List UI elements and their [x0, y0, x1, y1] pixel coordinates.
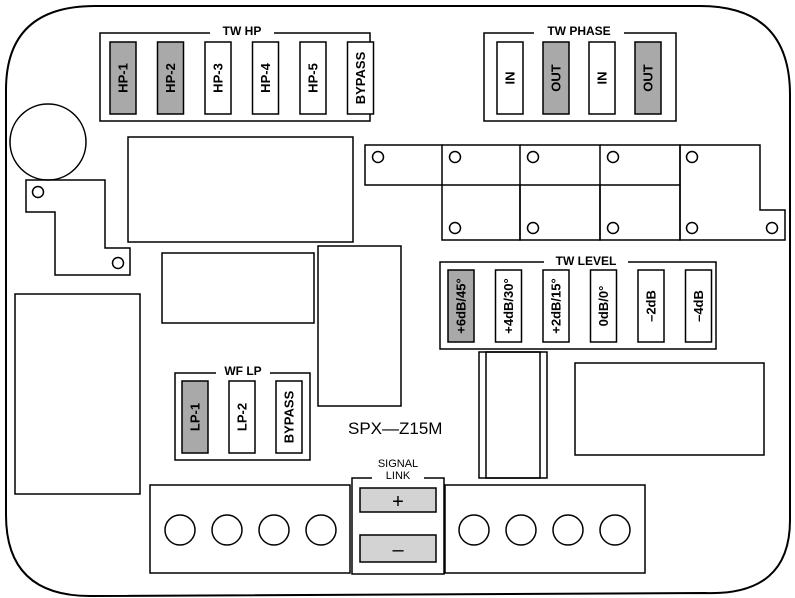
wf-lp-switch-label: LP-1 [188, 403, 203, 431]
screw-hole [526, 150, 540, 164]
tw-hp-switch-label: HP-5 [306, 63, 321, 93]
tw-hp-title: TW HP [223, 24, 262, 38]
minus-sign: – [392, 539, 404, 561]
signal-link-label-line1: SIGNAL [378, 458, 418, 470]
tw-phase-switch-label: IN [503, 72, 518, 85]
terminal-screw [552, 514, 584, 546]
wf-lp-switch-label: BYPASS [282, 390, 297, 443]
tw-level-title: TW LEVEL [556, 254, 617, 268]
tw-level-frame [439, 261, 717, 350]
tw-level-switch-3[interactable] [542, 269, 570, 343]
tw-level-switch-label: 0dB/0° [596, 286, 611, 327]
terminal-block-right [444, 484, 646, 574]
plus-sign: + [392, 491, 404, 513]
tw-phase-switch-label: IN [595, 72, 610, 85]
tw-level-switch-5[interactable] [637, 269, 665, 343]
tw-phase-switch-3[interactable] [588, 41, 616, 115]
wf-lp-switch-label: LP-2 [235, 403, 250, 431]
tw-hp-switch-5[interactable] [299, 41, 327, 115]
tw-hp-switch-label: HP-2 [163, 63, 178, 93]
signal-link-minus-terminal[interactable] [359, 534, 437, 563]
tw-level-switch-label: +2dB/15° [549, 278, 564, 333]
tw-phase-switch-4[interactable] [634, 41, 662, 115]
screw-hole [685, 150, 699, 164]
tw-hp-switch-label: BYPASS [353, 51, 368, 104]
tw-level-switch-label: +6dB/45° [454, 278, 469, 333]
terminal-screw [211, 514, 243, 546]
tw-hp-switch-label: HP-4 [258, 62, 273, 92]
component-block [574, 362, 765, 456]
tw-level-switch-label: –2dB [644, 290, 659, 322]
tw-hp-switch-3[interactable] [204, 41, 232, 115]
board-outline [5, 5, 791, 598]
signal-link-panel: SIGNAL LINK + – [351, 456, 445, 575]
screw-hole [448, 150, 462, 164]
screw-hole [685, 221, 699, 235]
wf-lp-switch-2[interactable] [228, 380, 256, 454]
screw-hole [526, 221, 540, 235]
tw-hp-switch-1[interactable] [109, 41, 137, 115]
tw-level-switch-label: –4dB [691, 290, 706, 322]
tw-level-switch-2[interactable] [494, 269, 523, 343]
tw-hp-switch-2[interactable] [156, 41, 185, 115]
tw-phase-switch-label: OUT [549, 64, 564, 92]
tw-phase-title: TW PHASE [547, 24, 610, 38]
screw-hole [448, 221, 462, 235]
screw-hole [606, 221, 620, 235]
tw-phase-switch-label: OUT [641, 64, 656, 92]
model-label: SPX—Z15M [348, 419, 442, 438]
inductor-core [485, 351, 541, 479]
terminal-screw [164, 514, 196, 546]
wf-lp-switch-group: WF LP LP-1 LP-2 BYPASS [174, 362, 311, 461]
screw-hole [765, 221, 779, 235]
screw-hole [31, 185, 45, 199]
tw-level-switch-group: TW LEVEL +6dB/45° +4dB/30° +2dB/15° 0dB/0° –… [439, 252, 717, 350]
screw-hole [606, 150, 620, 164]
component-block [317, 245, 402, 407]
tw-level-switch-1[interactable] [447, 269, 475, 343]
component-block [127, 136, 354, 243]
tw-hp-switch-label: HP-3 [211, 63, 226, 93]
component-block [161, 252, 315, 324]
terminal-screw [505, 514, 537, 546]
tw-phase-switch-group: TW PHASE IN OUT IN OUT [483, 22, 677, 122]
wf-lp-switch-1[interactable] [181, 380, 209, 454]
terminal-screw [258, 514, 290, 546]
wf-lp-title: WF LP [224, 364, 261, 378]
terminal-screw [458, 514, 490, 546]
signal-link-plus-terminal[interactable] [359, 487, 437, 513]
tw-hp-switch-group: TW HP HP-1 HP-2 HP-3 HP-4 HP-5 BYPASS [99, 22, 375, 122]
tw-level-switch-label: +4dB/30° [501, 278, 516, 333]
component-block [14, 293, 141, 495]
terminal-block-left [149, 484, 351, 574]
screw-hole [111, 256, 125, 270]
stepped-bracket-chain [364, 144, 786, 241]
tw-hp-switch-4[interactable] [251, 41, 280, 115]
tw-phase-switch-1[interactable] [496, 41, 524, 115]
screw-hole [371, 150, 385, 164]
tw-level-switch-6[interactable] [684, 269, 713, 343]
signal-link-label-line2: LINK [386, 470, 411, 482]
terminal-screw [599, 514, 631, 546]
tw-hp-switch-label: HP-1 [116, 63, 131, 93]
terminal-screw [305, 514, 337, 546]
tw-hp-frame [99, 32, 371, 122]
tw-level-switch-4[interactable] [589, 269, 618, 343]
wf-lp-switch-3[interactable] [275, 380, 303, 454]
round-capacitor [9, 103, 87, 181]
mounting-bracket-left [25, 179, 131, 276]
tw-phase-switch-2[interactable] [542, 41, 570, 115]
inductor-frame [478, 351, 548, 479]
tw-hp-switch-6[interactable] [346, 41, 375, 115]
